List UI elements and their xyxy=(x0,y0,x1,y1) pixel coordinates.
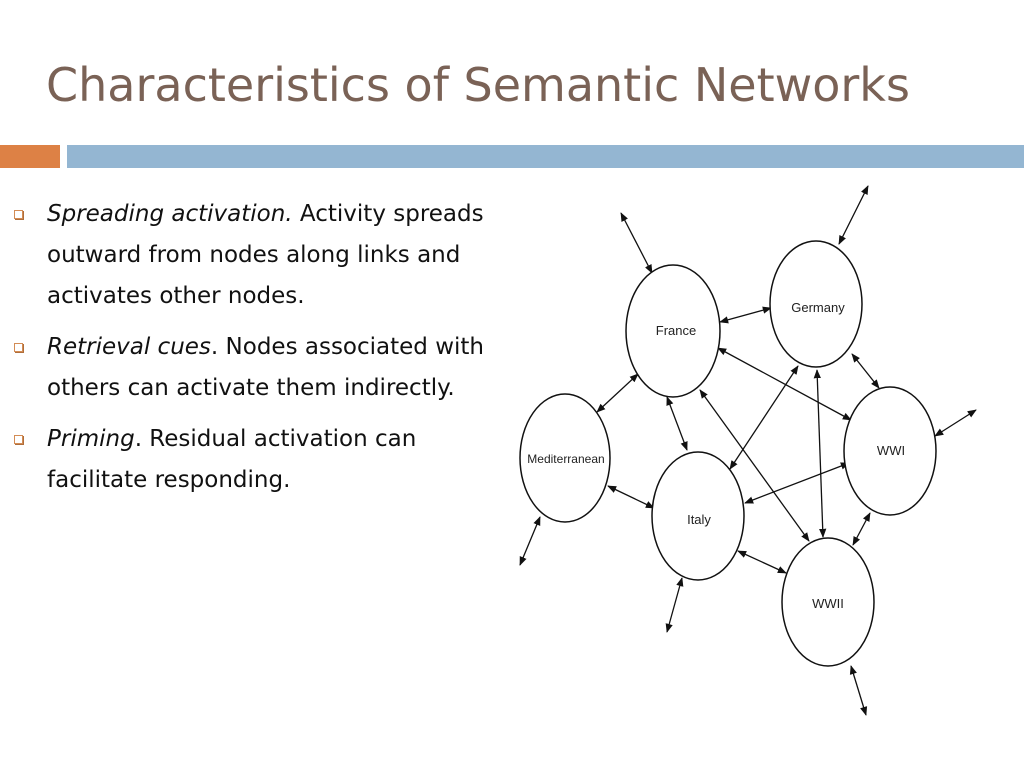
node-label-wwii: WWII xyxy=(812,596,844,611)
link-france-outward xyxy=(620,212,653,274)
bullet-text: . Residual activation can facilitate res… xyxy=(47,426,417,493)
link-italy-wwii xyxy=(737,550,787,574)
link-france-germany xyxy=(719,306,772,324)
node-wwii xyxy=(781,537,875,667)
node-france xyxy=(625,264,721,398)
bullet-text: . Nodes associated with others can activ… xyxy=(47,334,485,401)
semantic-network-diagram: France Germany Mediterranean Italy WWI W… xyxy=(519,185,977,716)
node-italy xyxy=(651,451,745,581)
link-wwi-wwii xyxy=(852,512,871,546)
bullet-term: Retrieval cues xyxy=(47,334,211,360)
link-mediterranean-italy xyxy=(607,485,655,509)
link-germany-wwi xyxy=(851,353,880,389)
node-label-germany: Germany xyxy=(791,300,845,315)
link-germany-wwii xyxy=(813,369,827,538)
link-germany-italy xyxy=(729,365,799,470)
link-italy-wwi xyxy=(744,462,850,504)
node-label-wwi: WWI xyxy=(877,443,905,458)
link-wwi-outward xyxy=(934,409,977,437)
node-label-france: France xyxy=(656,323,696,338)
bullet-retrieval-cues: Retrieval cues. Nodes associated with ot… xyxy=(14,327,484,409)
node-germany xyxy=(769,240,863,368)
link-france-italy xyxy=(666,396,688,451)
square-bullet-icon xyxy=(14,435,23,444)
node-mediterranean xyxy=(519,393,611,523)
link-france-mediterranean xyxy=(596,373,639,413)
accent-bar-blue xyxy=(67,145,1024,168)
bullet-term: Priming xyxy=(47,426,135,452)
square-bullet-icon xyxy=(14,210,23,219)
node-wwi xyxy=(843,386,937,516)
bullet-list: Spreading activation. Activity spreads o… xyxy=(14,194,484,511)
square-bullet-icon xyxy=(14,343,23,352)
node-label-mediterranean: Mediterranean xyxy=(527,452,604,466)
node-label-italy: Italy xyxy=(687,512,711,527)
link-mediterranean-outward xyxy=(519,516,541,566)
link-italy-outward xyxy=(665,577,684,633)
slide-title: Characteristics of Semantic Networks xyxy=(46,58,910,112)
bullet-text: Activity spreads outward from nodes alon… xyxy=(47,201,484,309)
bullet-spreading-activation: Spreading activation. Activity spreads o… xyxy=(14,194,484,317)
bullet-priming: Priming. Residual activation can facilit… xyxy=(14,419,484,501)
link-wwii-outward xyxy=(849,665,868,716)
bullet-term: Spreading activation. xyxy=(47,201,293,227)
link-germany-outward xyxy=(838,185,869,245)
accent-bar-orange xyxy=(0,145,60,168)
